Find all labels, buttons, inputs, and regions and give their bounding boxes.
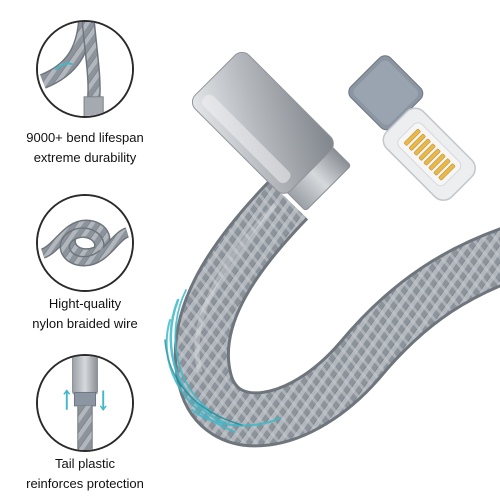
feature-2-line-1: Hight-quality	[48, 296, 122, 311]
knot-cable-icon	[38, 196, 132, 290]
feature-1-line-1: 9000+ bend lifespan	[26, 130, 144, 145]
feature-2-line-2: nylon braided wire	[32, 316, 138, 331]
bend-cable-icon	[38, 22, 132, 116]
feature-3-circle	[36, 354, 134, 452]
feature-3-line-2: reinforces protection	[26, 476, 144, 491]
feature-1-line-2: extreme durability	[33, 150, 137, 165]
flex-motion-lines	[164, 289, 282, 433]
feature-2-caption: Hight-quality nylon braided wire	[0, 294, 170, 334]
feature-1-caption: 9000+ bend lifespan extreme durability	[0, 128, 170, 168]
plastic-tail-icon	[38, 356, 132, 450]
feature-1-circle	[36, 20, 134, 118]
feature-2-circle	[36, 194, 134, 292]
feature-3-caption: Tail plastic reinforces protection	[0, 454, 170, 494]
feature-3-line-1: Tail plastic	[55, 456, 115, 471]
